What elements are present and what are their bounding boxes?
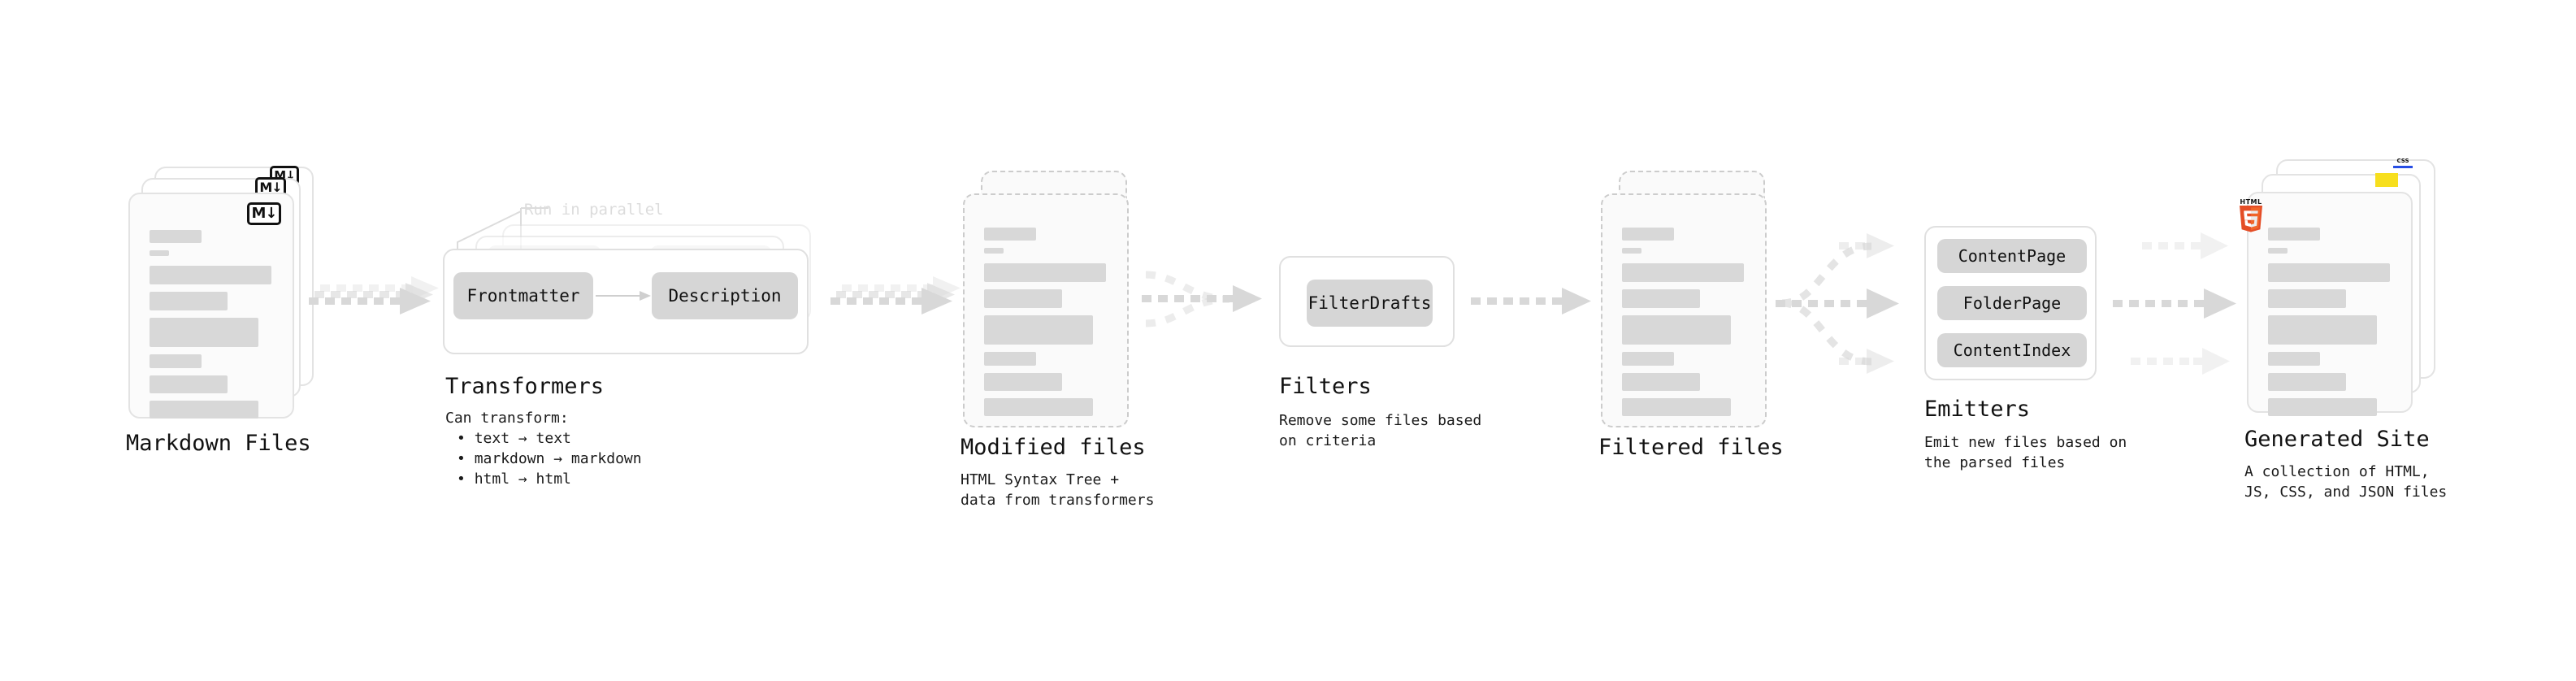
filtered-card-content (1622, 228, 1749, 423)
content-line (2268, 263, 2390, 282)
generated-site-description: A collection of HTML, JS, CSS, and JSON … (2244, 463, 2448, 501)
emitter-pill-folderpage[interactable]: FolderPage (1937, 286, 2087, 320)
filter-pill-filterdrafts[interactable]: FilterDrafts (1307, 280, 1433, 327)
filtered-files-title: Filtered files (1598, 435, 1784, 460)
markdown-icon: M↓ (247, 202, 281, 225)
content-line (984, 289, 1062, 308)
transformers-description: Can transform: text → text markdown → ma… (445, 408, 642, 489)
connector-modified-to-filters (1142, 260, 1280, 349)
modified-card-content (984, 228, 1111, 423)
content-line (984, 315, 1093, 345)
transformer-card-front: Frontmatter Description (443, 249, 809, 354)
content-line (984, 228, 1036, 241)
html5-icon: HTML (2237, 198, 2265, 232)
transform-item: markdown → markdown (457, 449, 642, 469)
content-line (1622, 398, 1731, 416)
transformer-pill-frontmatter[interactable]: Frontmatter (453, 272, 593, 319)
content-line (2268, 373, 2346, 391)
modified-card-front (963, 193, 1129, 427)
site-card-front: HTML (2240, 192, 2413, 416)
content-line (1622, 289, 1700, 308)
content-line (150, 375, 228, 393)
filters-description: Remove some files based on criteria (1279, 412, 1482, 449)
connector-transformers-to-modified (830, 268, 977, 341)
markdown-files-stack: M↓ M↓ M↓ (128, 166, 340, 427)
emitter-pill-contentindex[interactable]: ContentIndex (1937, 333, 2087, 367)
content-line (1622, 373, 1700, 391)
content-line (150, 401, 258, 419)
filtered-card-front (1601, 193, 1767, 427)
connector-filters-to-filtered (1471, 283, 1601, 315)
content-line (1622, 248, 1641, 254)
modified-files-title: Modified files (961, 435, 1146, 460)
filters-box: FilterDrafts (1279, 256, 1455, 347)
generated-site-stack: CSS HTML (2240, 158, 2458, 427)
transformers-group: Run in parallel Frontmatter Description … (443, 192, 825, 362)
modified-files-description: HTML Syntax Tree + data from transformer… (961, 471, 1155, 509)
markdown-card-content (150, 230, 276, 426)
content-line (150, 354, 202, 368)
content-line (150, 230, 202, 243)
modified-files-stack (963, 171, 1150, 431)
emitters-box: ContentPage FolderPage ContentIndex (1924, 226, 2097, 380)
content-line (2268, 248, 2288, 254)
emitters-description: Emit new files based on the parsed files (1924, 434, 2127, 471)
transformer-pill-description[interactable]: Description (652, 272, 798, 319)
content-line (1622, 228, 1674, 241)
content-line (150, 292, 228, 310)
run-in-parallel-label: Run in parallel (524, 201, 664, 219)
content-line (150, 250, 169, 256)
content-line (2268, 398, 2377, 416)
content-line (150, 318, 258, 347)
filtered-files-stack (1601, 171, 1788, 431)
transformers-title: Transformers (445, 374, 605, 399)
connector-filtered-to-emitters (1776, 232, 1926, 374)
content-line (984, 248, 1004, 254)
markdown-card-front: M↓ (128, 193, 294, 419)
generated-site-title: Generated Site (2244, 427, 2430, 452)
content-line (150, 266, 271, 284)
site-card-content (2268, 228, 2395, 423)
content-line (984, 373, 1062, 391)
content-line (2268, 289, 2346, 308)
transformer-arrow (596, 291, 651, 301)
content-line (1622, 263, 1744, 282)
js-icon (2375, 173, 2398, 187)
content-line (2268, 352, 2320, 366)
css-icon: CSS (2393, 158, 2413, 168)
transformers-description-list: text → text markdown → markdown html → h… (457, 428, 642, 489)
content-line (984, 352, 1036, 366)
connector-emitters-to-site (2113, 232, 2247, 375)
content-line (1622, 315, 1731, 345)
filters-title: Filters (1279, 374, 1372, 399)
html5-label: HTML (2240, 198, 2262, 206)
content-line (2268, 315, 2377, 345)
content-line (1622, 352, 1674, 366)
content-line (984, 263, 1106, 282)
emitter-pill-contentpage[interactable]: ContentPage (1937, 239, 2087, 273)
markdown-files-title: Markdown Files (126, 431, 311, 456)
content-line (2268, 228, 2320, 241)
transform-item: html → html (457, 469, 642, 489)
emitters-title: Emitters (1924, 397, 2031, 422)
connector-markdown-to-transformers (309, 268, 455, 341)
content-line (984, 398, 1093, 416)
transformers-description-header: Can transform: (445, 410, 569, 427)
transform-item: text → text (457, 428, 642, 449)
